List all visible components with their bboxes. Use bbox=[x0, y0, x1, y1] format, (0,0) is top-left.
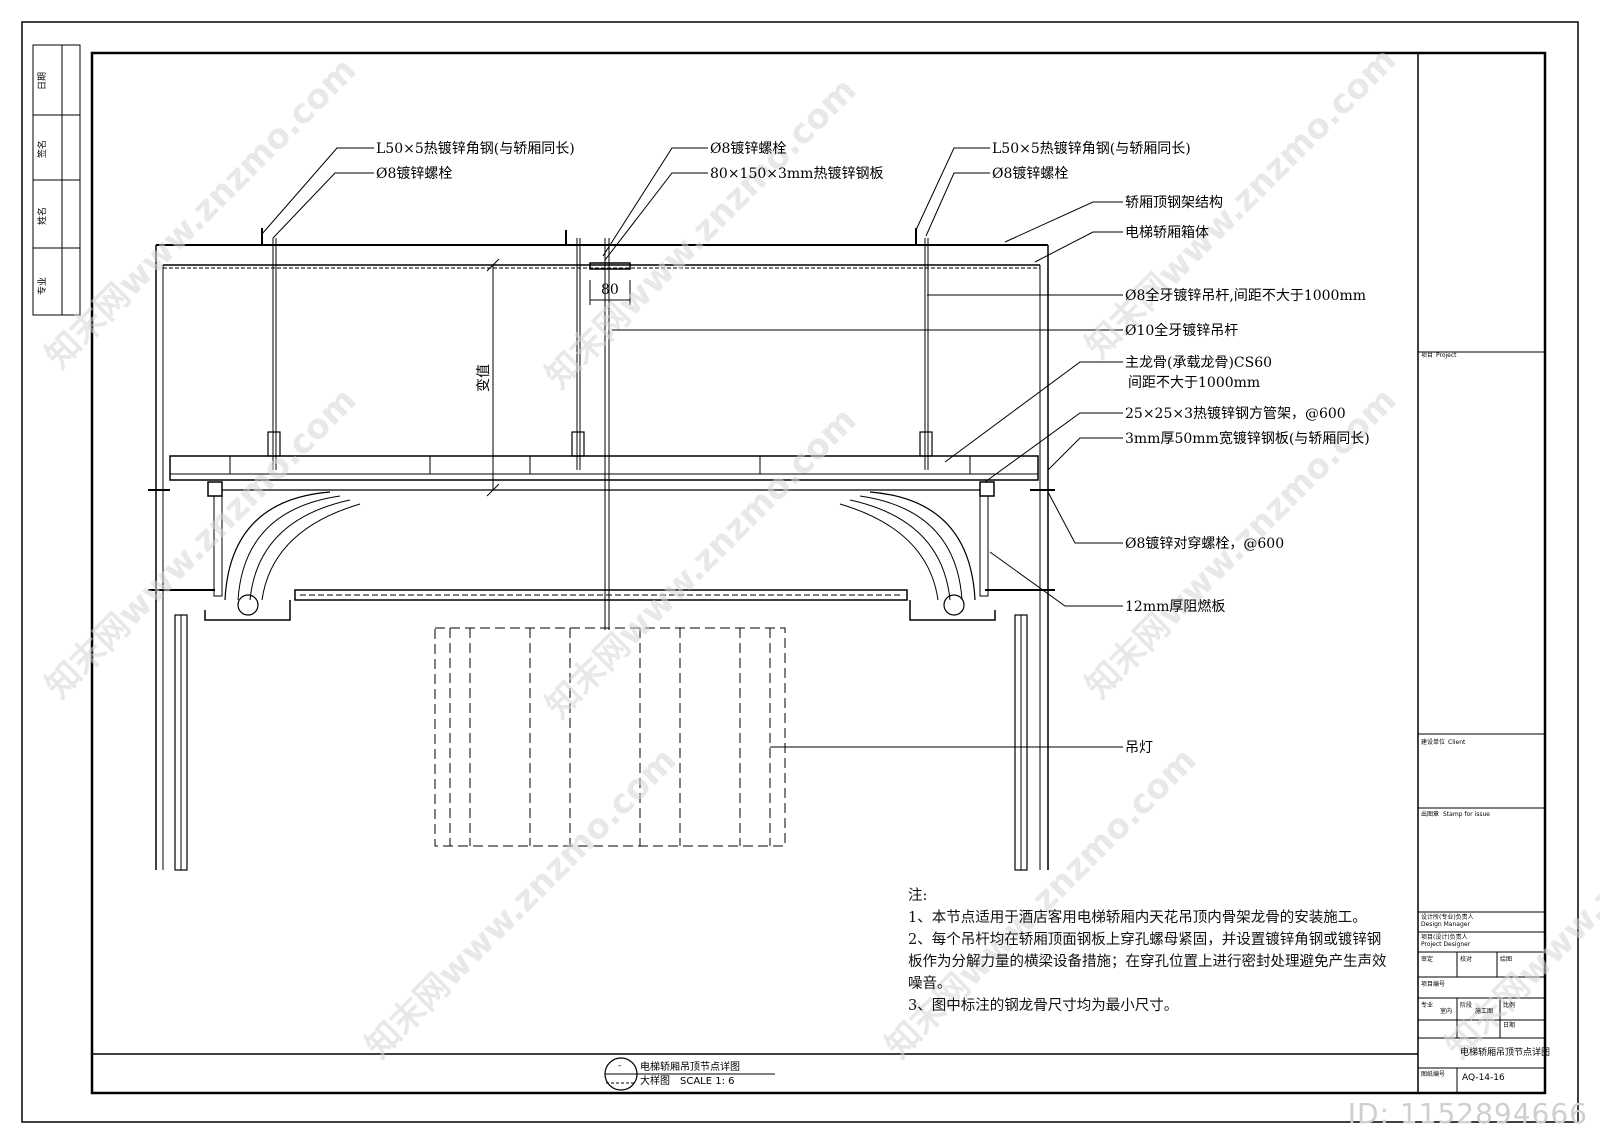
label-plate-center: 80×150×3mm热镀锌钢板 bbox=[710, 165, 883, 182]
notes-heading: 注: bbox=[908, 888, 928, 904]
left-sign-strip bbox=[32, 44, 81, 316]
svg-text:出图章: 出图章 bbox=[1421, 810, 1439, 818]
curved-panel-right bbox=[869, 491, 976, 601]
svg-text:电梯轿厢吊顶节点详图: 电梯轿厢吊顶节点详图 bbox=[1460, 1046, 1550, 1058]
note-item-3: 3、图中标注的钢龙骨尺寸均为最小尺寸。 bbox=[908, 998, 1179, 1014]
svg-text:图纸编号: 图纸编号 bbox=[1421, 1070, 1445, 1078]
svg-text:Project: Project bbox=[1436, 352, 1457, 359]
label-rod-10: Ø10全牙镀锌吊杆 bbox=[1125, 322, 1238, 339]
svg-text:项目: 项目 bbox=[1421, 352, 1433, 359]
label-main-keel-1: 主龙骨(承载龙骨)CS60 bbox=[1125, 355, 1272, 371]
svg-text:设计所(专业)负责人: 设计所(专业)负责人 bbox=[1421, 913, 1474, 921]
svg-text:Client: Client bbox=[1448, 739, 1466, 746]
steel-plate-center bbox=[589, 262, 631, 270]
svg-text:校对: 校对 bbox=[1460, 955, 1472, 963]
drawing-title-group: - 电梯轿厢吊顶节点详图 大样图 SCALE 1: 6 bbox=[618, 1060, 740, 1087]
svg-text:Project Designer: Project Designer bbox=[1421, 941, 1471, 948]
outer-frame bbox=[21, 21, 1579, 1123]
label-roof-frame: 轿厢顶钢架结构 bbox=[1125, 195, 1223, 211]
leader-lines bbox=[261, 147, 1123, 748]
main-keel bbox=[169, 455, 1039, 481]
label-main-keel-2: 间距不大于1000mm bbox=[1128, 375, 1260, 391]
svg-text:比例: 比例 bbox=[1503, 1001, 1515, 1009]
watermark-text: 知末网www.znzmo.com bbox=[38, 380, 364, 706]
fire-board bbox=[294, 589, 908, 601]
label-fire-board: 12mm厚阻燃板 bbox=[1125, 598, 1225, 615]
watermark-text: 知末网www.znzmo.com bbox=[358, 740, 684, 1066]
svg-text:专业: 专业 bbox=[1421, 1001, 1433, 1009]
watermark-text: 知末网www.znzmo.com bbox=[538, 400, 864, 726]
svg-text:日期: 日期 bbox=[1503, 1021, 1515, 1029]
watermark-text: 知末网www.znzmo.com bbox=[538, 70, 864, 396]
elevator-car-section bbox=[148, 147, 1123, 871]
label-bolt-center: Ø8镀锌螺栓 bbox=[710, 140, 786, 157]
svg-text:-: - bbox=[618, 1061, 621, 1071]
label-dim-80: 80 bbox=[601, 282, 619, 298]
svg-text:施工图: 施工图 bbox=[1475, 1007, 1493, 1015]
left-strip-labels: 日期 签名 姓名 专业 bbox=[36, 72, 48, 295]
label-bolt-right: Ø8镀锌螺栓 bbox=[992, 165, 1068, 182]
drawing-title: 电梯轿厢吊顶节点详图 bbox=[640, 1060, 740, 1073]
label-square-tube: 25×25×3热镀锌钢方管架，@600 bbox=[1125, 405, 1346, 422]
square-tube-right bbox=[979, 481, 995, 497]
pendant-lamp bbox=[434, 627, 786, 847]
svg-text:室内: 室内 bbox=[1440, 1007, 1452, 1015]
watermark-text: 知末网www.znzmo.com bbox=[38, 50, 364, 376]
svg-text:专业: 专业 bbox=[36, 277, 48, 295]
label-through-bolt: Ø8镀锌对穿螺栓，@600 bbox=[1125, 535, 1284, 552]
drawing-scale: SCALE 1: 6 bbox=[680, 1076, 735, 1087]
svg-text:项目编号: 项目编号 bbox=[1421, 980, 1445, 988]
svg-text:AQ-14-16: AQ-14-16 bbox=[1462, 1073, 1505, 1083]
svg-text:日期: 日期 bbox=[37, 72, 48, 90]
label-angle-right: L50×5热镀锌角钢(与轿厢同长) bbox=[992, 140, 1191, 157]
callout-labels: L50×5热镀锌角钢(与轿厢同长) Ø8镀锌螺栓 Ø8镀锌螺栓 80×150×3… bbox=[376, 140, 1370, 756]
svg-text:Stamp for issue: Stamp for issue bbox=[1443, 811, 1490, 818]
label-car-body: 电梯轿厢箱体 bbox=[1125, 225, 1209, 241]
label-pendant: 吊灯 bbox=[1125, 740, 1153, 756]
title-block bbox=[1417, 53, 1545, 1093]
inner-frame bbox=[90, 51, 1547, 1095]
drawing-subtitle: 大样图 bbox=[640, 1074, 670, 1087]
svg-text:签名: 签名 bbox=[36, 140, 48, 158]
svg-text:姓名: 姓名 bbox=[36, 207, 48, 225]
label-steel-strip: 3mm厚50mm宽镀锌钢板(与轿厢同长) bbox=[1125, 430, 1370, 447]
svg-text:建设单位: 建设单位 bbox=[1421, 738, 1445, 746]
label-angle-left: L50×5热镀锌角钢(与轿厢同长) bbox=[376, 140, 575, 157]
watermark-text: 知末网www.znzmo.com bbox=[1438, 740, 1600, 1066]
svg-text:阶段: 阶段 bbox=[1460, 1001, 1472, 1009]
label-bolt-left: Ø8镀锌螺栓 bbox=[376, 165, 452, 182]
square-tube-left bbox=[207, 481, 223, 497]
svg-text:Design Manager: Design Manager bbox=[1421, 921, 1470, 928]
watermark-id: ID: 1152894666 bbox=[1347, 1097, 1588, 1130]
note-item-1: 1、本节点适用于酒店客用电梯轿厢内天花吊顶内骨架龙骨的安装施工。 bbox=[908, 910, 1367, 926]
bottom-title-strip bbox=[92, 1053, 1418, 1091]
label-rod-8: Ø8全牙镀锌吊杆,间距不大于1000mm bbox=[1125, 287, 1366, 304]
curved-panel-left bbox=[224, 491, 331, 601]
svg-text:审定: 审定 bbox=[1421, 955, 1433, 963]
title-block-labels: 项目 Project 建设单位 Client 出图章 Stamp for iss… bbox=[1421, 352, 1550, 1083]
label-dim-var: 变值 bbox=[476, 364, 492, 392]
note-item-2: 2、每个吊杆均在轿厢顶面钢板上穿孔螺母紧固，并设置镀锌角钢或镀锌钢板作为分解力量… bbox=[908, 932, 1387, 992]
svg-text:绘图: 绘图 bbox=[1500, 955, 1512, 963]
notes-block: 注: 1、本节点适用于酒店客用电梯轿厢内天花吊顶内骨架龙骨的安装施工。 2、每个… bbox=[908, 885, 1388, 1017]
svg-text:项目(设计)负责人: 项目(设计)负责人 bbox=[1421, 933, 1468, 941]
